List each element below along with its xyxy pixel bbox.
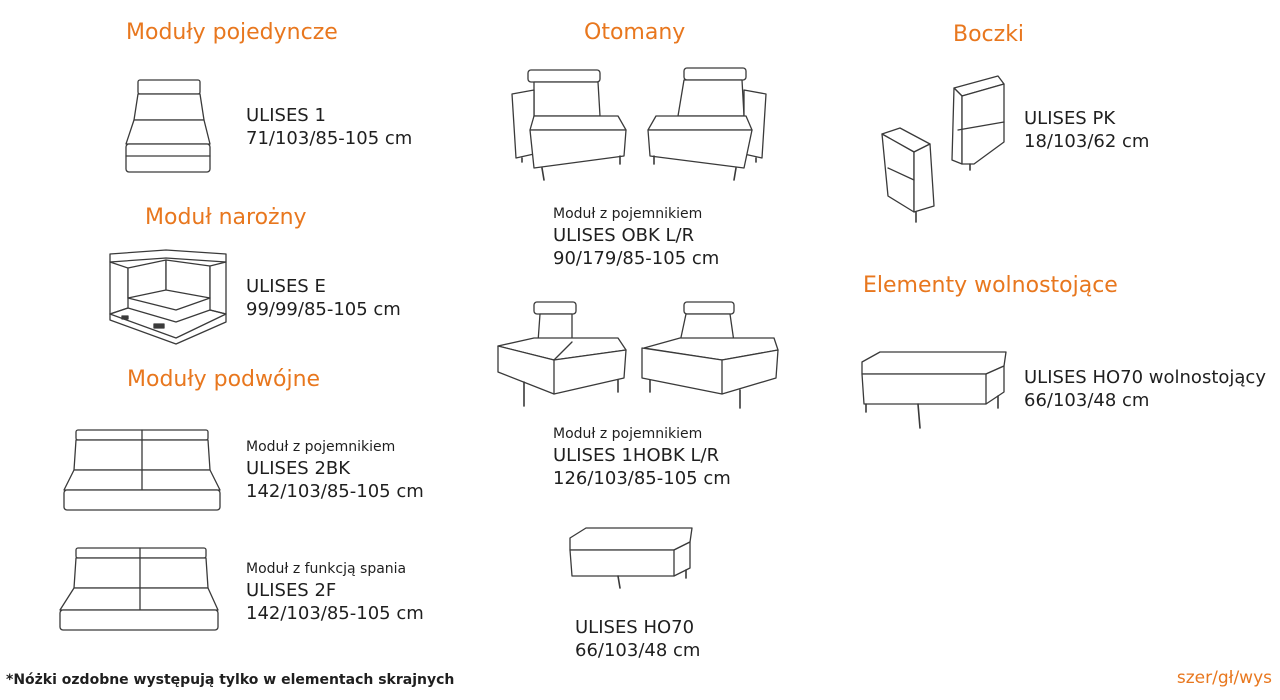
item-dimensions: 66/103/48 cm	[575, 640, 701, 661]
dimensions-legend: szer/gł/wys	[1176, 668, 1272, 688]
item-name: ULISES 1HOBK L/R	[553, 445, 720, 466]
heading-ottomans: Otomany	[584, 20, 686, 45]
ulises-2f-label: Moduł z funkcją spania ULISES 2F 142/103…	[246, 560, 424, 625]
item-dimensions: 99/99/85-105 cm	[246, 299, 401, 320]
item-dimensions: 66/103/48 cm	[1024, 390, 1150, 411]
item-dimensions: 18/103/62 cm	[1024, 131, 1150, 152]
item-name: ULISES OBK L/R	[553, 225, 695, 246]
item-name: ULISES PK	[1024, 108, 1116, 129]
item-name: ULISES E	[246, 276, 326, 297]
item-dimensions: 71/103/85-105 cm	[246, 128, 413, 149]
ulises-1-drawing	[122, 78, 214, 176]
item-name: ULISES 2BK	[246, 458, 351, 479]
ulises-2f-drawing	[56, 546, 222, 634]
heading-freestanding-elements: Elementy wolnostojące	[863, 273, 1118, 298]
heading-corner-module: Moduł narożny	[145, 205, 307, 230]
item-dimensions: 126/103/85-105 cm	[553, 468, 731, 489]
item-name: ULISES 1	[246, 105, 326, 126]
ulises-2bk-label: Moduł z pojemnikiem ULISES 2BK 142/103/8…	[246, 438, 424, 503]
heading-double-modules: Moduły podwójne	[127, 367, 321, 392]
heading-single-modules: Moduły pojedyncze	[126, 20, 338, 45]
item-note: Moduł z pojemnikiem	[553, 426, 703, 442]
ulises-e-label: ULISES E 99/99/85-105 cm	[246, 275, 401, 321]
legs-footnote: *Nóżki ozdobne występują tylko w element…	[6, 672, 455, 688]
item-note: Moduł z funkcją spania	[246, 561, 407, 577]
ulises-1-label: ULISES 1 71/103/85-105 cm	[246, 104, 412, 150]
item-dimensions: 142/103/85-105 cm	[246, 481, 424, 502]
ulises-ho70-label: ULISES HO70 66/103/48 cm	[575, 616, 700, 662]
ulises-obk-label: Moduł z pojemnikiem ULISES OBK L/R 90/17…	[553, 205, 719, 270]
item-dimensions: 90/179/85-105 cm	[553, 248, 720, 269]
heading-side-panels: Boczki	[953, 22, 1025, 47]
ulises-ho70-drawing	[566, 524, 696, 594]
ulises-pk-label: ULISES PK 18/103/62 cm	[1024, 107, 1149, 153]
item-name: ULISES HO70 wolnostojący	[1024, 367, 1266, 388]
item-name: ULISES HO70	[575, 617, 695, 638]
ulises-1hobk-label: Moduł z pojemnikiem ULISES 1HOBK L/R 126…	[553, 425, 731, 490]
ulises-ho70-freestanding-label: ULISES HO70 wolnostojący 66/103/48 cm	[1024, 366, 1266, 412]
ulises-1hobk-drawing	[494, 298, 782, 416]
ulises-pk-drawing	[878, 72, 1010, 228]
ulises-e-drawing	[106, 248, 232, 345]
item-dimensions: 142/103/85-105 cm	[246, 603, 424, 624]
item-note: Moduł z pojemnikiem	[246, 439, 396, 455]
item-note: Moduł z pojemnikiem	[553, 206, 703, 222]
ulises-ho70-freestanding-drawing	[858, 348, 1010, 432]
item-name: ULISES 2F	[246, 580, 337, 601]
ulises-obk-drawing	[508, 64, 770, 186]
ulises-2bk-drawing	[60, 428, 224, 514]
